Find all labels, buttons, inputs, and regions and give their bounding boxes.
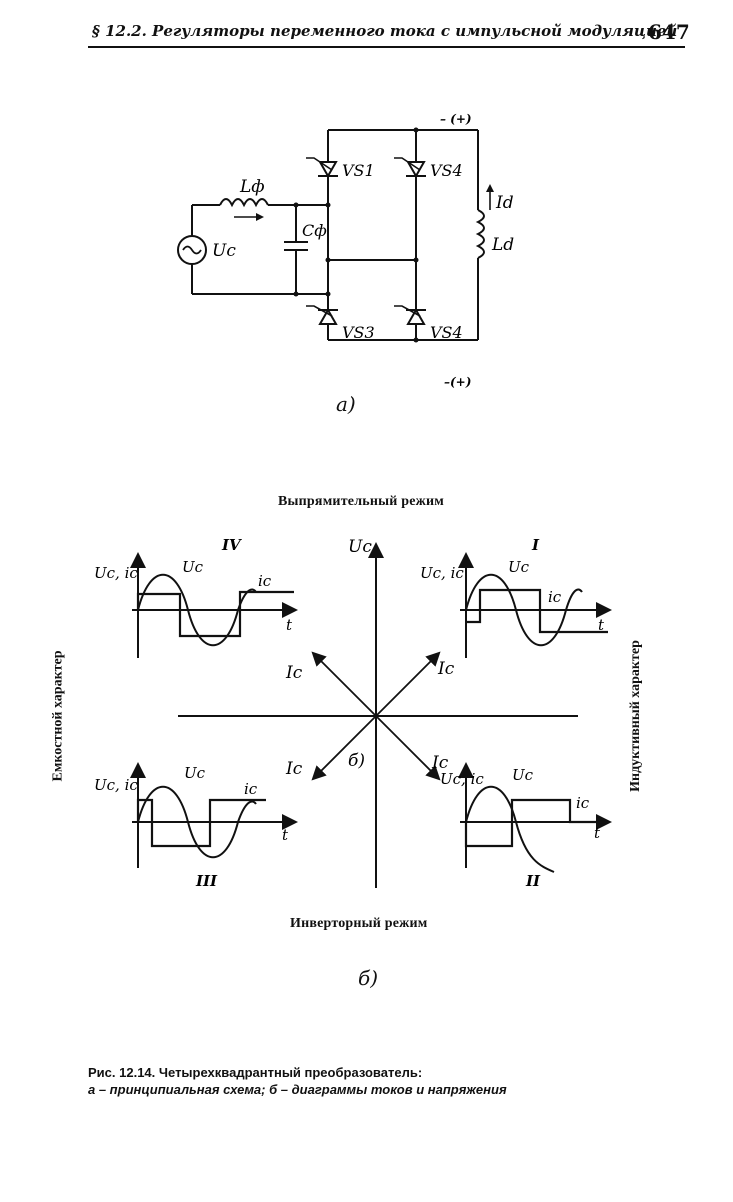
- thyristor-vs4-bottom-icon: [394, 305, 426, 325]
- label-id: Id: [495, 193, 514, 213]
- svg-text:II: II: [525, 872, 541, 890]
- figure-part-b-label: б): [358, 966, 379, 990]
- svg-text:Uc: Uc: [184, 764, 206, 782]
- quadrant-i: I Uc, ic Uc ic t: [420, 536, 612, 658]
- thyristor-vs1-icon: [306, 157, 338, 179]
- label-uc: Uc: [212, 241, 236, 261]
- label-ld: Ld: [491, 235, 514, 255]
- svg-text:t: t: [286, 616, 293, 634]
- vector-ic-lower-right: [375, 715, 441, 781]
- center-label: б): [348, 751, 365, 771]
- svg-text:t: t: [282, 826, 289, 844]
- svg-text:III: III: [195, 872, 218, 890]
- quadrant-ii: II Uc, ic Uc ic t: [440, 762, 612, 890]
- current-arrow-id-icon: [486, 184, 494, 210]
- svg-text:Uc: Uc: [508, 558, 530, 576]
- svg-text:IV: IV: [221, 536, 242, 554]
- svg-text:Uc: Uc: [182, 558, 204, 576]
- current-arrow-lf-icon: [234, 213, 264, 221]
- label-vs4-bottom: VS4: [430, 323, 463, 342]
- inverter-mode-label: Инверторный режим: [290, 916, 428, 931]
- thyristor-vs4-top-icon: [394, 157, 426, 179]
- page-number: 647: [648, 20, 690, 44]
- label-vs3: VS3: [342, 323, 375, 342]
- vector-label-ur: Ic: [437, 659, 455, 679]
- svg-text:t: t: [594, 824, 601, 842]
- main-axis-label: Uc: [348, 537, 372, 557]
- vector-ic-lower-left: [311, 715, 377, 781]
- quadrant-diagram: Uc Ic Ic Ic Ic б) IV Uc, ic Uc ic t I Uc…: [94, 536, 612, 890]
- inductive-character-label: Индуктивный характер: [627, 640, 643, 792]
- svg-text:ic: ic: [548, 588, 562, 606]
- svg-text:Uc, ic: Uc, ic: [420, 564, 464, 582]
- caption-line-1: Рис. 12.14. Четырехквадрантный преобразо…: [88, 1065, 423, 1080]
- svg-text:Uc, ic: Uc, ic: [94, 776, 138, 794]
- capacitive-character-label: Емкостной характер: [50, 650, 66, 782]
- svg-text:I: I: [531, 536, 540, 554]
- circuit-schematic: Lф Cф Uc VS1 VS4 VS3 VS4 Id Ld – (+) –(+…: [177, 112, 514, 389]
- running-title: § 12.2. Регуляторы переменного тока с им…: [92, 22, 678, 40]
- svg-text:ic: ic: [258, 572, 272, 590]
- svg-text:ic: ic: [576, 794, 590, 812]
- svg-text:Uc, ic: Uc, ic: [94, 564, 138, 582]
- label-vs1: VS1: [342, 161, 375, 180]
- svg-text:ic: ic: [244, 780, 258, 798]
- header-rule: [88, 46, 685, 48]
- ac-source-icon: [177, 235, 207, 265]
- figure-part-a-label: а): [336, 392, 356, 416]
- label-vs4-top: VS4: [430, 161, 463, 180]
- label-polarity-bottom: –(+): [444, 375, 471, 389]
- rectifier-mode-label: Выпрямительный режим: [278, 494, 444, 509]
- label-polarity-top: – (+): [440, 112, 472, 126]
- label-cf: Cф: [302, 221, 327, 240]
- svg-text:t: t: [598, 616, 605, 634]
- vector-label-ul: Ic: [285, 663, 303, 683]
- quadrant-iv: IV Uc, ic Uc ic t: [94, 536, 298, 658]
- quadrant-iii: III Uc, ic Uc ic t: [94, 762, 298, 890]
- svg-text:Uc: Uc: [512, 766, 534, 784]
- vector-label-ll: Ic: [285, 759, 303, 779]
- figure-caption: Рис. 12.14. Четырехквадрантный преобразо…: [88, 1064, 688, 1098]
- thyristor-vs3-icon: [306, 305, 338, 325]
- label-lf: Lф: [239, 177, 265, 197]
- caption-line-2: а – принципиальная схема; б – диаграммы …: [88, 1082, 507, 1097]
- vector-ic-upper-left: [311, 651, 377, 717]
- svg-text:Uc, ic: Uc, ic: [440, 770, 484, 788]
- vector-ic-upper-right: [375, 651, 441, 717]
- vector-label-lr: Ic: [431, 753, 449, 773]
